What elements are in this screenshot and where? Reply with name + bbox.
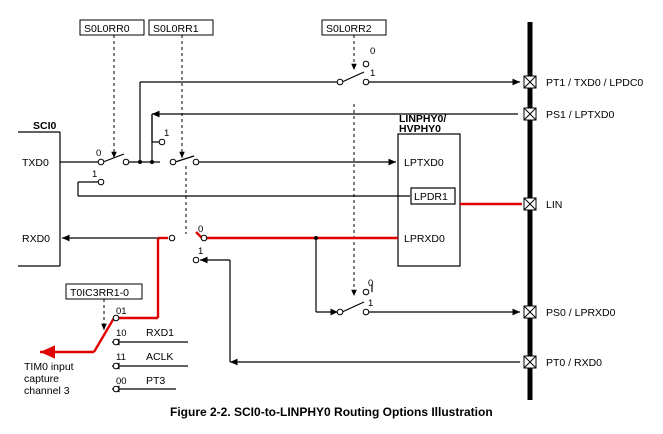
- svg-text:S0L0RR0: S0L0RR0: [84, 23, 130, 35]
- pin-pt0-label: PT0 / RXD0: [546, 357, 602, 369]
- lptxd0-label: LPTXD0: [404, 157, 444, 169]
- tim-rxd1-label: RXD1: [146, 327, 174, 339]
- junction-dots: [138, 160, 318, 240]
- tim-pt3-label: PT3: [146, 375, 165, 387]
- linphy-title-1: LINPHY0/: [399, 113, 446, 125]
- register-s0l0rr2: S0L0RR2: [321, 19, 387, 36]
- pin-box-pt0: [523, 355, 537, 369]
- rr0-state-0: 0: [96, 148, 101, 159]
- tim-label-line2: capture: [24, 373, 59, 385]
- svg-text:S0L0RR1: S0L0RR1: [153, 23, 199, 35]
- pin-ps1-label: PS1 / LPTXD0: [546, 109, 614, 121]
- tim-mux-wires: [112, 338, 188, 393]
- pin-box-ps1: [523, 107, 537, 121]
- tim-state-11: 11: [116, 352, 126, 363]
- pin-ps0-label: PS0 / LPRXD0: [546, 307, 616, 319]
- pin-box-lin: [523, 197, 537, 211]
- pin-box-ps0: [523, 305, 537, 319]
- active-rx-path: [40, 202, 522, 359]
- tim-label-line3: channel 3: [24, 385, 70, 397]
- rr1-state-0: 0: [198, 224, 203, 235]
- linphy-title-2: HVPHY0: [399, 123, 441, 135]
- rr2b-state-0: 0: [368, 278, 373, 289]
- pin-box-pt1: [523, 75, 537, 89]
- control-lines: [101, 35, 357, 330]
- rr1-state-1: 1: [164, 128, 169, 139]
- lpdr1-box: [410, 187, 456, 205]
- svg-text:T0IC3RR1-0: T0IC3RR1-0: [70, 287, 129, 299]
- rr0-state-1: 1: [92, 169, 97, 180]
- pin-pt1-label: PT1 / TXD0 / LPDC0: [546, 77, 643, 89]
- sci0-block: SCI0 TXD0 RXD0: [18, 120, 61, 267]
- rxd0-label: RXD0: [22, 233, 50, 245]
- tim-aclk-label: ACLK: [146, 351, 173, 363]
- tim-state-10: 10: [116, 328, 127, 339]
- register-t0ic3rr: T0IC3RR1-0: [65, 283, 143, 300]
- rr1-state-1b: 1: [198, 246, 203, 257]
- svg-text:S0L0RR2: S0L0RR2: [326, 23, 372, 35]
- tim-state-00: 00: [116, 376, 127, 387]
- lprxd0-label: LPRXD0: [404, 233, 445, 245]
- tx-wires: [60, 71, 520, 197]
- lpdr1-label: LPDR1: [414, 191, 448, 203]
- tim-state-01: 01: [116, 306, 127, 317]
- tim-label-line1: TIM0 input: [24, 361, 74, 373]
- switch-contacts: [97, 60, 370, 393]
- rr2b-state-1: 1: [368, 298, 373, 309]
- sci0-title: SCI0: [33, 120, 57, 132]
- rr2a-state-1: 1: [370, 68, 375, 79]
- register-s0l0rr0: S0L0RR0: [79, 19, 145, 36]
- rr2a-state-0: 0: [370, 46, 375, 57]
- rx-wires: [62, 234, 520, 366]
- figure-caption: Figure 2-2. SCI0-to-LINPHY0 Routing Opti…: [170, 405, 493, 419]
- txd0-label: TXD0: [22, 157, 49, 169]
- register-s0l0rr1: S0L0RR1: [148, 19, 214, 36]
- pin-lin-label: LIN: [546, 199, 562, 211]
- linphy-block: LINPHY0/ HVPHY0 LPTXD0 LPDR1 LPRXD0: [397, 113, 461, 267]
